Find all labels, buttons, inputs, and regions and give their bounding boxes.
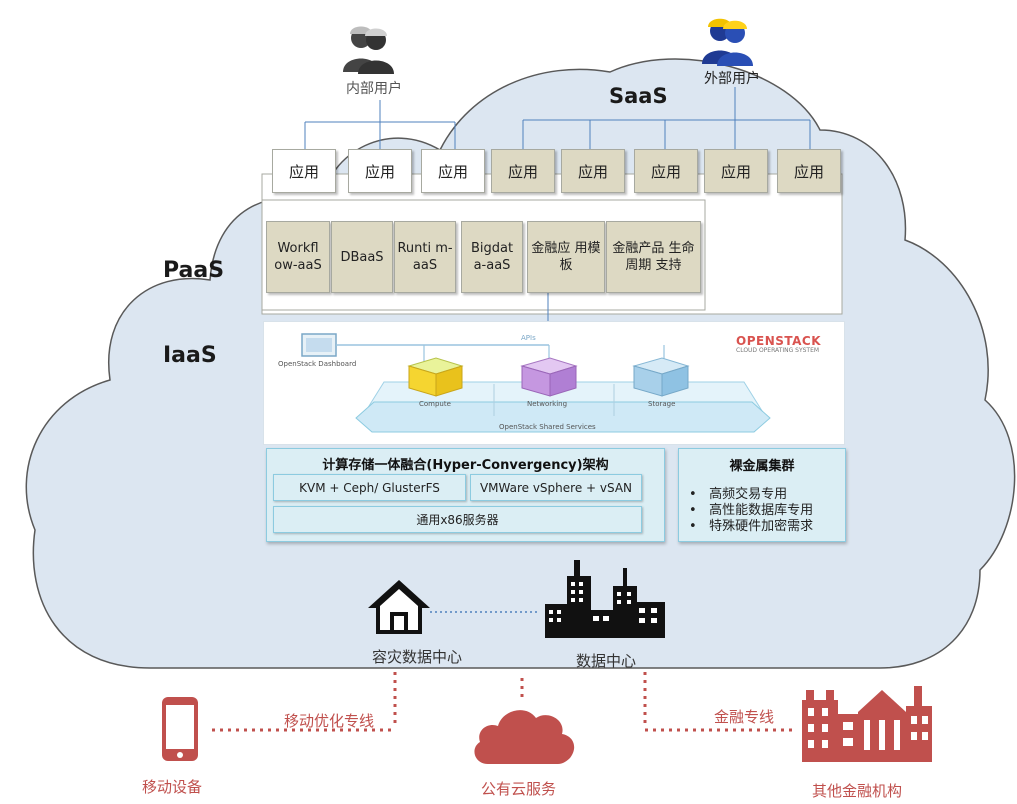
bare-metal-title: 裸金属集群: [729, 459, 795, 474]
internal-users-icon: [343, 26, 394, 74]
finance-line-label: 金融专线: [714, 708, 775, 726]
networking-label: Networking: [527, 400, 568, 408]
vmware-box[interactable]: VMWare vSphere + vSAN: [470, 474, 642, 501]
main-datacenter-label: 数据中心: [576, 652, 637, 670]
paas-service-workflow[interactable]: Workfl ow-aaS: [266, 221, 330, 293]
app-box[interactable]: 应用: [421, 149, 485, 193]
paas-service-finance-lifecycle[interactable]: 金融产品 生命周期 支持: [606, 221, 701, 293]
mobile-phone-icon: [162, 697, 198, 761]
app-box[interactable]: 应用: [634, 149, 698, 193]
app-box[interactable]: 应用: [561, 149, 625, 193]
mobile-line-label: 移动优化专线: [284, 712, 375, 730]
other-institutions-label: 其他金融机构: [812, 782, 903, 800]
paas-service-dbaas[interactable]: DBaaS: [331, 221, 393, 293]
mobile-device-label: 移动设备: [142, 778, 203, 796]
app-box[interactable]: 应用: [272, 149, 336, 193]
openstack-dashboard-label: OpenStack Dashboard: [278, 360, 357, 368]
compute-cube-icon: [407, 357, 464, 397]
hyper-convergency-title: 计算存储一体融合(Hyper-Convergency)架构: [322, 458, 609, 473]
internal-users-label: 内部用户: [346, 81, 402, 97]
openstack-brand: OPENSTACK: [736, 334, 822, 348]
public-cloud-icon: [474, 710, 575, 764]
networking-cube-icon: [520, 357, 578, 397]
openstack-subtitle: CLOUD OPERATING SYSTEM: [736, 347, 820, 354]
app-box[interactable]: 应用: [704, 149, 768, 193]
paas-service-runtime[interactable]: Runti m-aaS: [394, 221, 456, 293]
external-user-connectors: [522, 87, 811, 149]
app-box[interactable]: 应用: [348, 149, 412, 193]
app-box[interactable]: 应用: [491, 149, 555, 193]
city-buildings-icon: [545, 560, 665, 638]
shared-services-label: OpenStack Shared Services: [499, 423, 596, 431]
list-item: • 高频交易专用: [689, 487, 788, 502]
app-box[interactable]: 应用: [777, 149, 841, 193]
openstack-panel: OPENSTACK CLOUD OPERATING SYSTEM OpenSta…: [263, 321, 845, 445]
openstack-apis-label: APIs: [521, 334, 536, 342]
internal-user-connectors: [304, 100, 456, 149]
list-item: • 特殊硬件加密需求: [689, 519, 814, 534]
external-users-icon: [702, 18, 753, 66]
financial-institution-building-icon: [802, 686, 932, 762]
dr-datacenter-label: 容灾数据中心: [372, 648, 463, 666]
paas-label: PaaS: [163, 258, 225, 283]
public-cloud-label: 公有云服务: [481, 780, 557, 798]
bare-metal-panel: 裸金属集群 • 高频交易专用 • 高性能数据库专用 • 特殊硬件加密需求: [678, 448, 846, 542]
saas-label: SaaS: [609, 84, 668, 108]
storage-cube-icon: [632, 357, 690, 397]
x86-server-box[interactable]: 通用x86服务器: [273, 506, 642, 533]
paas-service-finance-template[interactable]: 金融应 用模板: [527, 221, 605, 293]
list-item: • 高性能数据库专用: [689, 503, 814, 518]
house-icon: [368, 580, 430, 634]
paas-service-bigdata[interactable]: Bigdat a-aaS: [461, 221, 523, 293]
storage-label: Storage: [648, 400, 676, 408]
kvm-ceph-box[interactable]: KVM + Ceph/ GlusterFS: [273, 474, 466, 501]
compute-label: Compute: [419, 400, 451, 408]
red-dotted-links: [212, 672, 795, 732]
iaas-label: IaaS: [163, 343, 217, 368]
hyper-convergency-panel: 计算存储一体融合(Hyper-Convergency)架构 KVM + Ceph…: [266, 448, 665, 542]
bare-metal-list: • 高频交易专用 • 高性能数据库专用 • 特殊硬件加密需求: [689, 487, 813, 535]
openstack-architecture-graphic: [301, 333, 771, 433]
external-users-label: 外部用户: [704, 71, 760, 87]
